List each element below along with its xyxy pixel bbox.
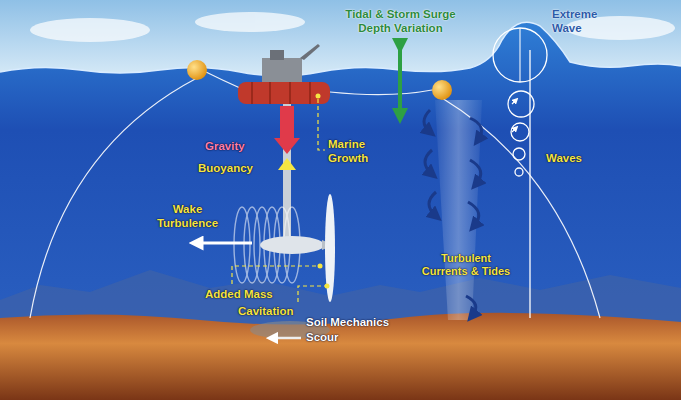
cloud	[30, 18, 150, 42]
orbit	[515, 168, 523, 176]
barge	[238, 82, 330, 104]
force-label: Buoyancy	[198, 162, 253, 176]
eddy-arrow	[470, 160, 481, 184]
orbit	[511, 123, 529, 141]
scour-arrow	[272, 337, 301, 340]
leader-dot	[316, 94, 321, 99]
eddy-arrow	[429, 192, 436, 216]
eddy-arrow	[466, 296, 476, 316]
depth-line	[519, 28, 520, 82]
orbit	[493, 28, 547, 82]
callout-label: Marine Growth	[328, 138, 383, 166]
leader-line	[298, 286, 325, 302]
depth-arrow	[398, 46, 402, 116]
turbulence-column	[435, 100, 482, 320]
orbit	[513, 148, 525, 160]
crane	[300, 44, 320, 60]
superstructure	[262, 58, 302, 82]
force-label: Gravity	[205, 140, 245, 154]
mooring-lines	[30, 72, 600, 318]
wave-label: Extreme Wave	[552, 8, 610, 36]
buoy	[432, 80, 452, 100]
callout-label: Scour	[306, 331, 339, 345]
barge-rib	[252, 82, 310, 104]
leader-line	[318, 99, 325, 150]
callout-label: Added Mass	[205, 288, 273, 302]
buoyancy-arrow	[278, 158, 296, 170]
buoy	[187, 60, 207, 80]
surface-line	[206, 72, 240, 88]
callout-label: Wake Turbulence	[150, 203, 225, 231]
platform	[238, 44, 330, 104]
blade	[325, 194, 335, 302]
orbit-arrow	[512, 100, 516, 104]
wake-arrow	[196, 242, 252, 245]
leader-dot	[318, 264, 323, 269]
eddy-arrow	[424, 110, 430, 132]
sea	[0, 22, 681, 330]
callout-label: Turbulent Currents & Tides	[418, 252, 514, 278]
eddy-arrows	[424, 110, 482, 316]
orbit-arrow	[512, 128, 516, 132]
ring	[244, 207, 260, 283]
mooring-line	[30, 78, 197, 318]
depth-line	[529, 50, 530, 318]
surface-line	[330, 90, 432, 95]
nacelle	[260, 236, 324, 254]
seabed	[0, 313, 681, 400]
depth-label: Tidal & Storm Surge Depth Variation	[333, 8, 468, 36]
cloud	[195, 12, 305, 32]
eddy-arrow	[470, 118, 482, 140]
leader-lines	[232, 99, 325, 302]
leader-line	[232, 266, 318, 284]
leader-dot	[325, 284, 330, 289]
eddy-arrow	[468, 202, 479, 226]
ring	[234, 207, 250, 283]
superstructure	[270, 50, 284, 60]
callout-label: Cavitation	[238, 305, 294, 319]
callout-label: Soil Mechanics	[306, 316, 389, 330]
eddy-arrow	[425, 150, 432, 174]
callout-label: Waves	[546, 152, 582, 166]
gravity-arrow	[274, 106, 300, 154]
